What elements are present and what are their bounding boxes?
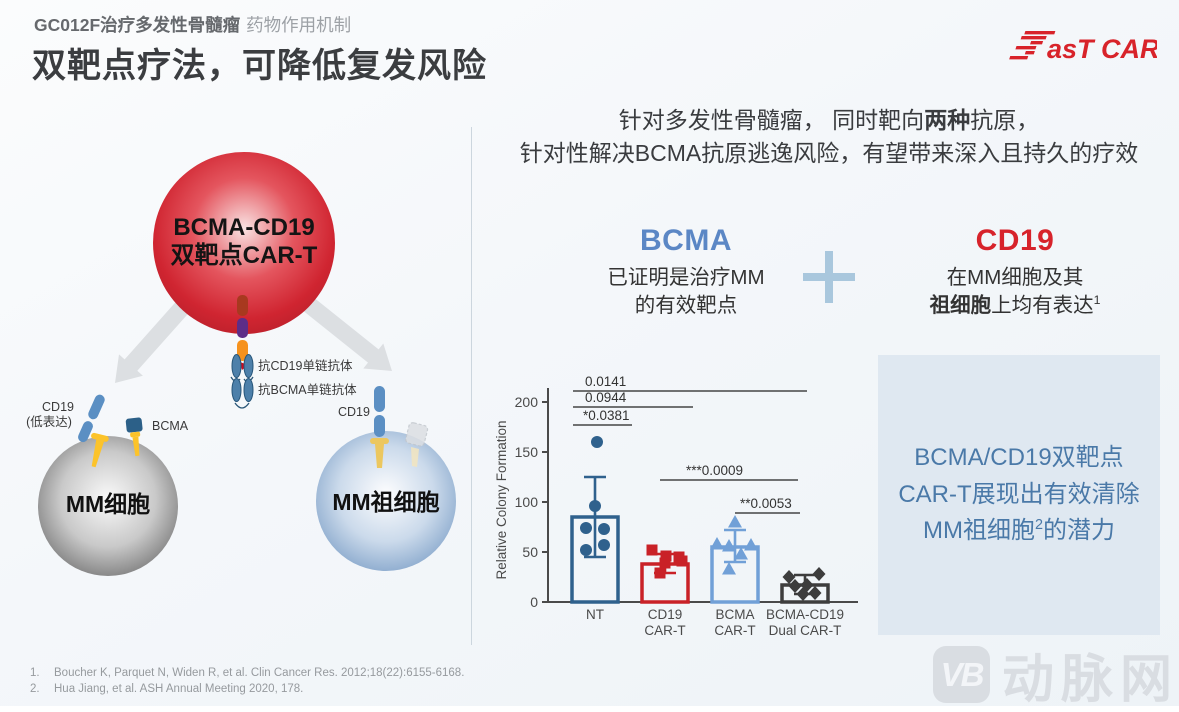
- mm-cd19-label: CD19: [42, 400, 74, 414]
- progenitor-cd19-label: CD19: [338, 405, 370, 419]
- progenitor-cell-label: MM祖细胞: [332, 489, 439, 515]
- intro-line-1: 针对多发性骨髓瘤， 同时靶向两种抗原，: [618, 107, 1040, 133]
- fastcar-logo-f-icon: [1009, 31, 1056, 60]
- mm-progenitor-cell: [316, 431, 456, 571]
- references: 1. Boucher K, Parquet N, Widen R, et al.…: [30, 666, 464, 697]
- cd19-title: CD19: [975, 224, 1055, 257]
- page-title: 双靶点疗法，可降低复发风险: [32, 47, 487, 85]
- x-category-label: NT: [586, 607, 604, 622]
- car-t-cell-label-1: BCMA-CD19: [173, 214, 314, 241]
- significance-label: 0.0141: [585, 374, 626, 389]
- y-tick-label: 150: [515, 444, 539, 460]
- vb-logo-icon: VB: [933, 646, 990, 703]
- y-tick-label: 50: [522, 544, 538, 560]
- data-point: [808, 586, 822, 600]
- data-point: [734, 547, 748, 560]
- y-tick-label: 100: [515, 494, 539, 510]
- data-point: [812, 567, 826, 581]
- data-point: [598, 539, 610, 551]
- anti-bcma-scfv-label: 抗BCMA单链抗体: [258, 382, 357, 397]
- data-point: [654, 567, 666, 579]
- mechanism-diagram: BCMA-CD19 双靶点CAR-T 抗CD19单链抗体 抗BCMA单链抗体: [26, 152, 456, 576]
- data-point: [646, 544, 658, 556]
- plus-icon: [825, 251, 833, 303]
- y-tick-label: 200: [515, 394, 539, 410]
- kicker-light: 药物作用机制: [246, 15, 352, 35]
- y-tick-label: 0: [530, 594, 538, 610]
- data-point: [580, 544, 592, 556]
- cd19-desc: 在MM细胞及其 祖细胞上均有表达1: [929, 266, 1101, 317]
- car-t-cell: [153, 152, 335, 334]
- x-category-label: CAR-T: [644, 623, 685, 638]
- data-point: [722, 539, 736, 552]
- significance-label: ***0.0009: [686, 463, 743, 478]
- significance-label: 0.0944: [585, 390, 627, 405]
- data-point: [710, 537, 724, 550]
- mm-bcma-receptor-icon: [125, 417, 143, 457]
- data-point: [589, 500, 601, 512]
- reference-1: 1. Boucher K, Parquet N, Widen R, et al.…: [30, 667, 465, 679]
- highlight-text: BCMA/CD19双靶点 CAR-T展现出有效清除 MM祖细胞2的潜力: [898, 444, 1140, 545]
- kicker: GC012F治疗多发性骨髓瘤药物作用机制: [34, 12, 351, 37]
- anti-cd19-scfv-label: 抗CD19单链抗体: [258, 358, 353, 373]
- section-divider: [471, 127, 472, 645]
- progenitor-cd19-receptor-icon: [370, 386, 389, 468]
- mm-cell: [38, 436, 178, 576]
- bcma-title: BCMA: [640, 224, 732, 257]
- data-point: [796, 587, 810, 601]
- arrow-to-progenitor-icon: [296, 292, 392, 371]
- significance-label: *0.0381: [583, 408, 630, 423]
- bcma-target-block: BCMA 已证明是治疗MM 的有效靶点: [576, 224, 796, 319]
- data-point: [722, 562, 736, 575]
- mm-cd19-receptor-icon: [78, 394, 109, 468]
- kicker-bold: GC012F治疗多发性骨髓瘤: [34, 15, 241, 35]
- data-point: [728, 515, 742, 528]
- car-construct-icon: [230, 295, 254, 409]
- fastcar-logo-graphic: asT CAR: [1009, 31, 1160, 64]
- data-point: [676, 555, 688, 567]
- cd19-target-block: CD19 在MM细胞及其 祖细胞上均有表达1: [905, 224, 1125, 319]
- arrow-to-mm-cell-icon: [115, 295, 195, 383]
- data-point: [744, 538, 758, 551]
- data-point: [591, 436, 603, 448]
- mm-bcma-label: BCMA: [152, 419, 189, 433]
- x-category-label: Dual CAR-T: [769, 623, 842, 638]
- data-point: [659, 557, 671, 569]
- car-t-cell-label-2: 双靶点CAR-T: [171, 242, 318, 269]
- fastcar-logo: asT CAR: [1005, 26, 1160, 73]
- highlight-box: BCMA/CD19双靶点 CAR-T展现出有效清除 MM祖细胞2的潜力: [878, 355, 1160, 635]
- data-point: [598, 523, 610, 535]
- reference-2: 2. Hua Jiang, et al. ASH Annual Meeting …: [30, 682, 304, 695]
- bcma-desc: 已证明是治疗MM 的有效靶点: [607, 266, 765, 317]
- x-category-label: CAR-T: [714, 623, 755, 638]
- progenitor-faded-receptor-icon: [405, 422, 429, 467]
- data-point: [580, 522, 592, 534]
- intro-text: 针对多发性骨髓瘤， 同时靶向两种抗原， 针对性解决BCMA抗原逃逸风险，有望带来…: [478, 104, 1179, 171]
- data-point: [788, 579, 802, 593]
- data-point: [782, 570, 796, 584]
- intro-line-2: 针对性解决BCMA抗原逃逸风险，有望带来深入且持久的疗效: [519, 140, 1139, 167]
- mm-cd19-sub-label: (低表达): [26, 415, 72, 429]
- significance-label: **0.0053: [740, 496, 792, 511]
- fastcar-logo-text: asT CAR: [1047, 34, 1157, 64]
- x-category-label: BCMA-CD19: [766, 607, 844, 622]
- data-point: [660, 550, 672, 562]
- y-axis-title: Relative Colony Formation: [494, 420, 509, 579]
- watermark: VB 动脉网: [933, 637, 1179, 712]
- x-category-label: CD19: [648, 607, 683, 622]
- mm-cell-label: MM细胞: [66, 491, 150, 517]
- x-category-label: BCMA: [715, 607, 754, 622]
- watermark-text: 动脉网: [1002, 651, 1179, 709]
